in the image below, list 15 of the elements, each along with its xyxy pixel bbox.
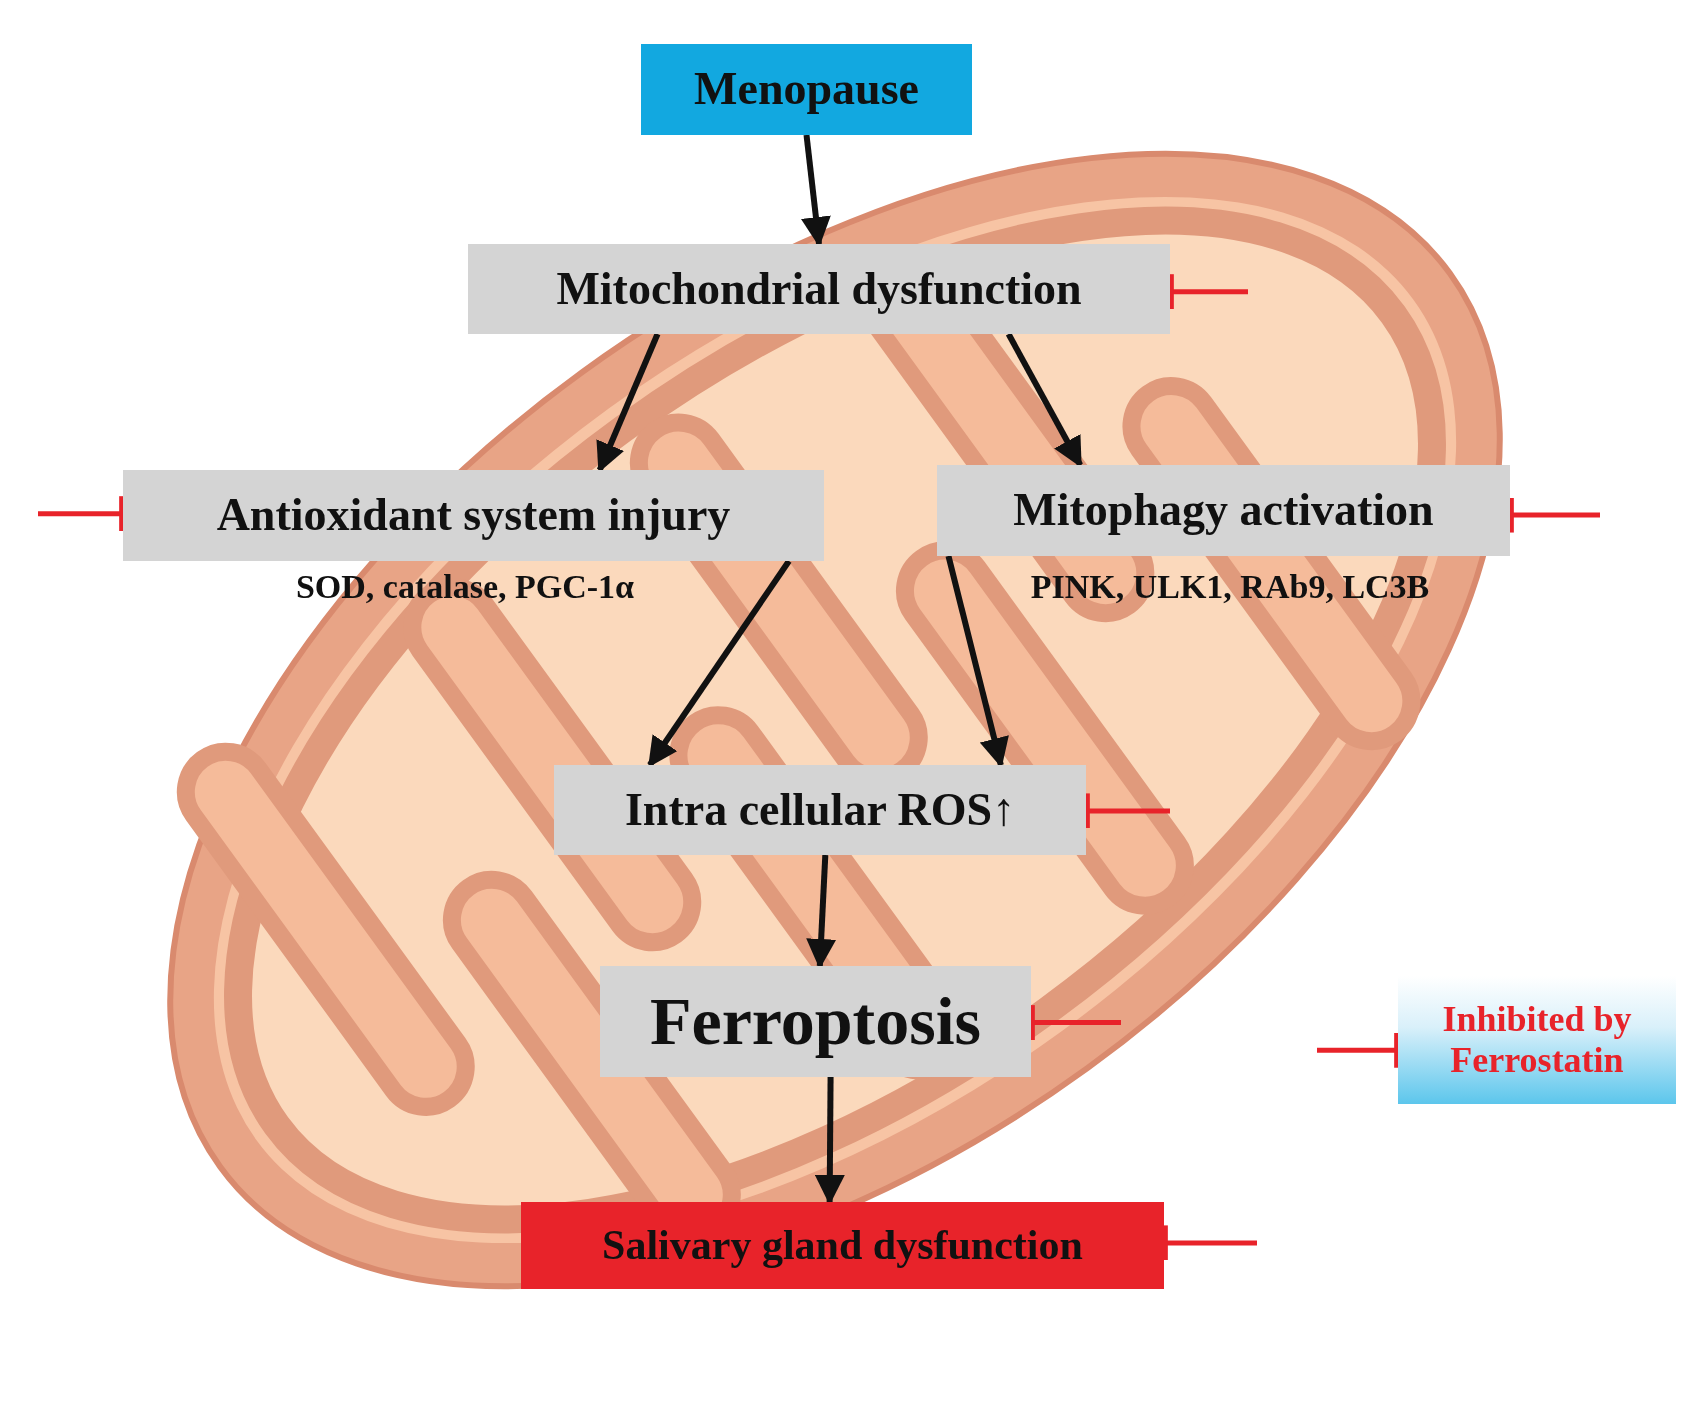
process-box: Antioxidant system injury [123, 470, 824, 561]
arrow [945, 555, 1009, 768]
marker-list: PINK, ULK1, RAb9, LC3B [965, 568, 1495, 606]
process-box: Mitochondrial dysfunction [468, 244, 1170, 334]
arrow [596, 332, 661, 473]
outcome-box: Salivary gland dysfunction [521, 1202, 1164, 1289]
arrow [1005, 332, 1083, 468]
process-box: Intra cellular ROS↑ [554, 765, 1086, 855]
arrow [801, 134, 831, 247]
arrow [647, 559, 792, 768]
arrow [814, 1076, 845, 1205]
trigger-box: Menopause [641, 44, 972, 135]
arrow [806, 854, 837, 969]
process-box: Ferroptosis [600, 966, 1031, 1077]
process-box: Mitophagy activation [937, 465, 1510, 556]
